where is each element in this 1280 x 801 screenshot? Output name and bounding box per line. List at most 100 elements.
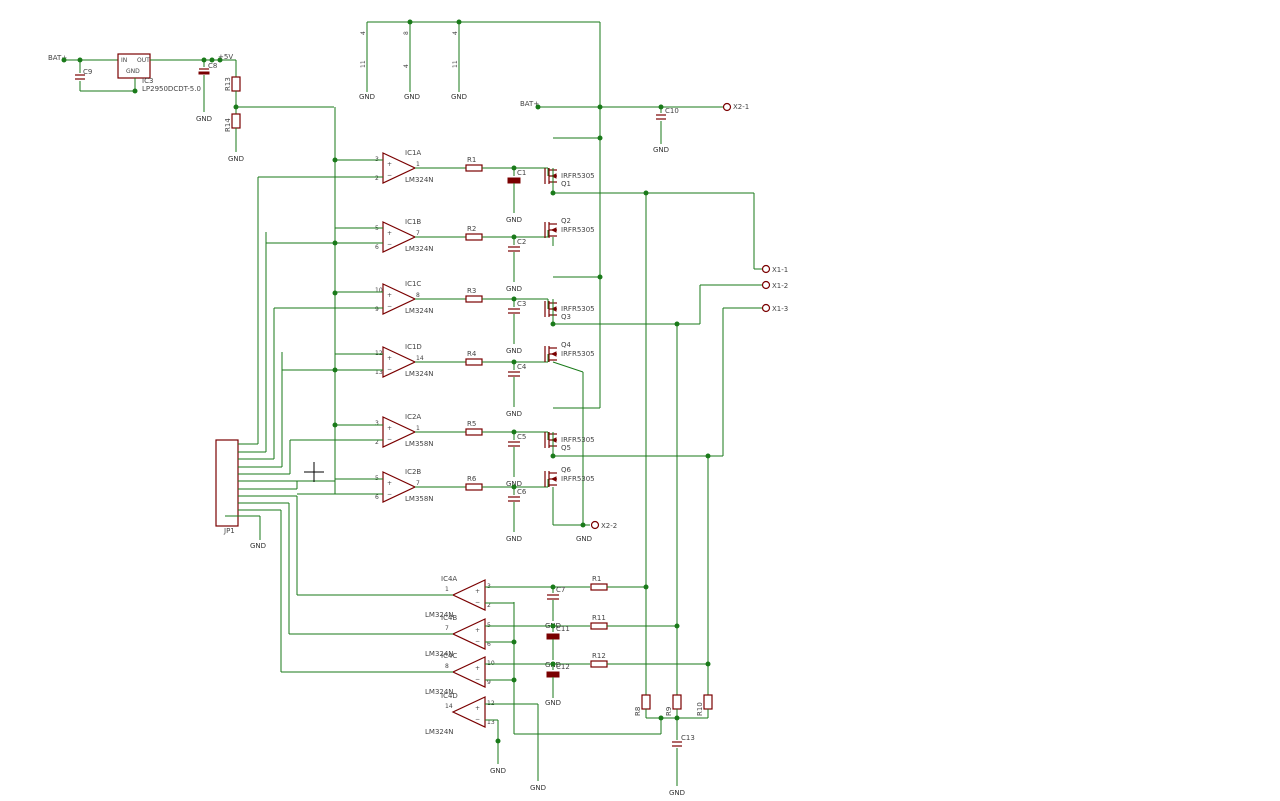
pin-number: 6 (375, 494, 379, 501)
resistor-r1: R1 (465, 156, 483, 172)
connector-x1-1[interactable] (761, 264, 771, 274)
mosfet-type: IRFR5305 (561, 436, 595, 444)
capacitor-c3: C3 (508, 300, 526, 314)
gnd-label: GND (506, 410, 522, 418)
svg-text:X1-3: X1-3 (772, 305, 788, 313)
svg-text:GND: GND (126, 68, 140, 75)
resistor-r4: R4 (465, 350, 483, 366)
resistor-r1-sense: R1 (590, 575, 608, 591)
mosfet-name: Q2 (561, 217, 571, 225)
capacitor-label: C11 (556, 625, 570, 633)
plus-sign: + (387, 230, 392, 237)
opamp-name: IC1D (405, 343, 422, 351)
pin-number: 7 (416, 480, 420, 487)
connector-x2-1[interactable] (722, 102, 732, 112)
capacitor-label: C6 (517, 488, 527, 496)
pin-number: 6 (375, 244, 379, 251)
svg-text:X1-1: X1-1 (772, 266, 788, 274)
svg-text:C10: C10 (665, 107, 679, 115)
power-supply-section: BAT+ C9 IN OUT GND IC3 LP2950DCDT-5.0 +5… (48, 53, 334, 163)
capacitor-label: C2 (517, 238, 526, 246)
capacitor-label: C12 (556, 663, 570, 671)
gnd-label: GND (530, 784, 546, 792)
sense-network: R8 R9 R10 C13 GND (514, 694, 713, 797)
svg-text:IN: IN (121, 57, 127, 64)
ic3-label: IC3 (142, 77, 153, 85)
pin-number: 14 (445, 703, 453, 710)
capacitor-c7: C7 (547, 586, 565, 600)
resistor-label: R5 (467, 420, 476, 428)
svg-text:GND: GND (653, 146, 669, 154)
resistor-r11-sense: R11 (590, 614, 608, 630)
mosfet-name: Q3 (561, 313, 571, 321)
mosfet-type: IRFR5305 (561, 305, 595, 313)
ic3-type: LP2950DCDT-5.0 (142, 85, 201, 93)
mosfet-type: IRFR5305 (561, 350, 595, 358)
capacitor-c2: C2 (508, 238, 526, 252)
connector-x1-2[interactable] (761, 280, 771, 290)
resistor-r3: R3 (465, 287, 483, 303)
minus-sign: − (475, 599, 480, 606)
c9-label: C9 (83, 68, 92, 76)
gnd-label: GND (506, 216, 522, 224)
capacitor-c4: C4 (508, 363, 527, 377)
minus-sign: − (387, 172, 392, 179)
pin-number: 9 (487, 679, 491, 686)
connector-x2-2[interactable] (590, 520, 600, 530)
header-jp1: JP1 GND (215, 177, 335, 672)
opamp-name: IC4D (441, 692, 458, 700)
svg-text:4: 4 (403, 64, 410, 68)
opamp-type: LM358N (405, 440, 434, 448)
pin-number: 3 (375, 420, 379, 427)
opamp-type: LM324N (405, 245, 434, 253)
resistor-r6: R6 (465, 475, 483, 491)
svg-text:BAT+: BAT+ (520, 100, 539, 108)
svg-text:11: 11 (360, 60, 367, 68)
reference-rail (332, 107, 338, 494)
svg-text:C13: C13 (681, 734, 695, 742)
pin-number: 2 (375, 439, 379, 446)
mosfet-type: IRFR5305 (561, 172, 595, 180)
plus-sign: + (475, 588, 480, 595)
output-connectors: X1-1 X1-2 X1-3 X2-2 GND (550, 190, 788, 695)
pin-number: 1 (416, 425, 420, 432)
svg-text:JP1: JP1 (223, 527, 235, 535)
opamp-type: LM324N (405, 370, 434, 378)
regulator-ic3 (117, 53, 151, 79)
pin-number: 1 (445, 586, 449, 593)
svg-text:X2-1: X2-1 (733, 103, 749, 111)
mosfet-name: Q5 (561, 444, 571, 452)
capacitor-c1: C1 (507, 169, 526, 184)
plus-sign: + (387, 292, 392, 299)
resistor-label: R1 (592, 575, 601, 583)
r13-label: R13 (224, 77, 232, 91)
resistor-label: R2 (467, 225, 476, 233)
bat-label: BAT+ (48, 54, 67, 62)
pin-number: 7 (416, 230, 420, 237)
opamp-name: IC2B (405, 468, 421, 476)
capacitor-label: C5 (517, 433, 526, 441)
plus-sign: + (475, 665, 480, 672)
driver-stages: +−IC1ALM324N321R1C1GNDIRFR5305Q1+−IC1BLM… (258, 149, 595, 543)
svg-text:GND: GND (250, 542, 266, 550)
plus-sign: + (387, 161, 392, 168)
resistor-r12-sense: R12 (590, 652, 608, 668)
resistor-r2: R2 (465, 225, 483, 241)
mosfet-name: Q1 (561, 180, 571, 188)
plus-sign: + (387, 480, 392, 487)
pin-number: 7 (445, 625, 449, 632)
resistor-label: R6 (467, 475, 477, 483)
pin-number: 8 (416, 292, 420, 299)
gnd-label: GND (506, 347, 522, 355)
svg-text:GND: GND (359, 93, 375, 101)
connector-x1-3[interactable] (761, 303, 771, 313)
pin-number: 9 (375, 306, 379, 313)
opamp-name: IC1A (405, 149, 421, 157)
